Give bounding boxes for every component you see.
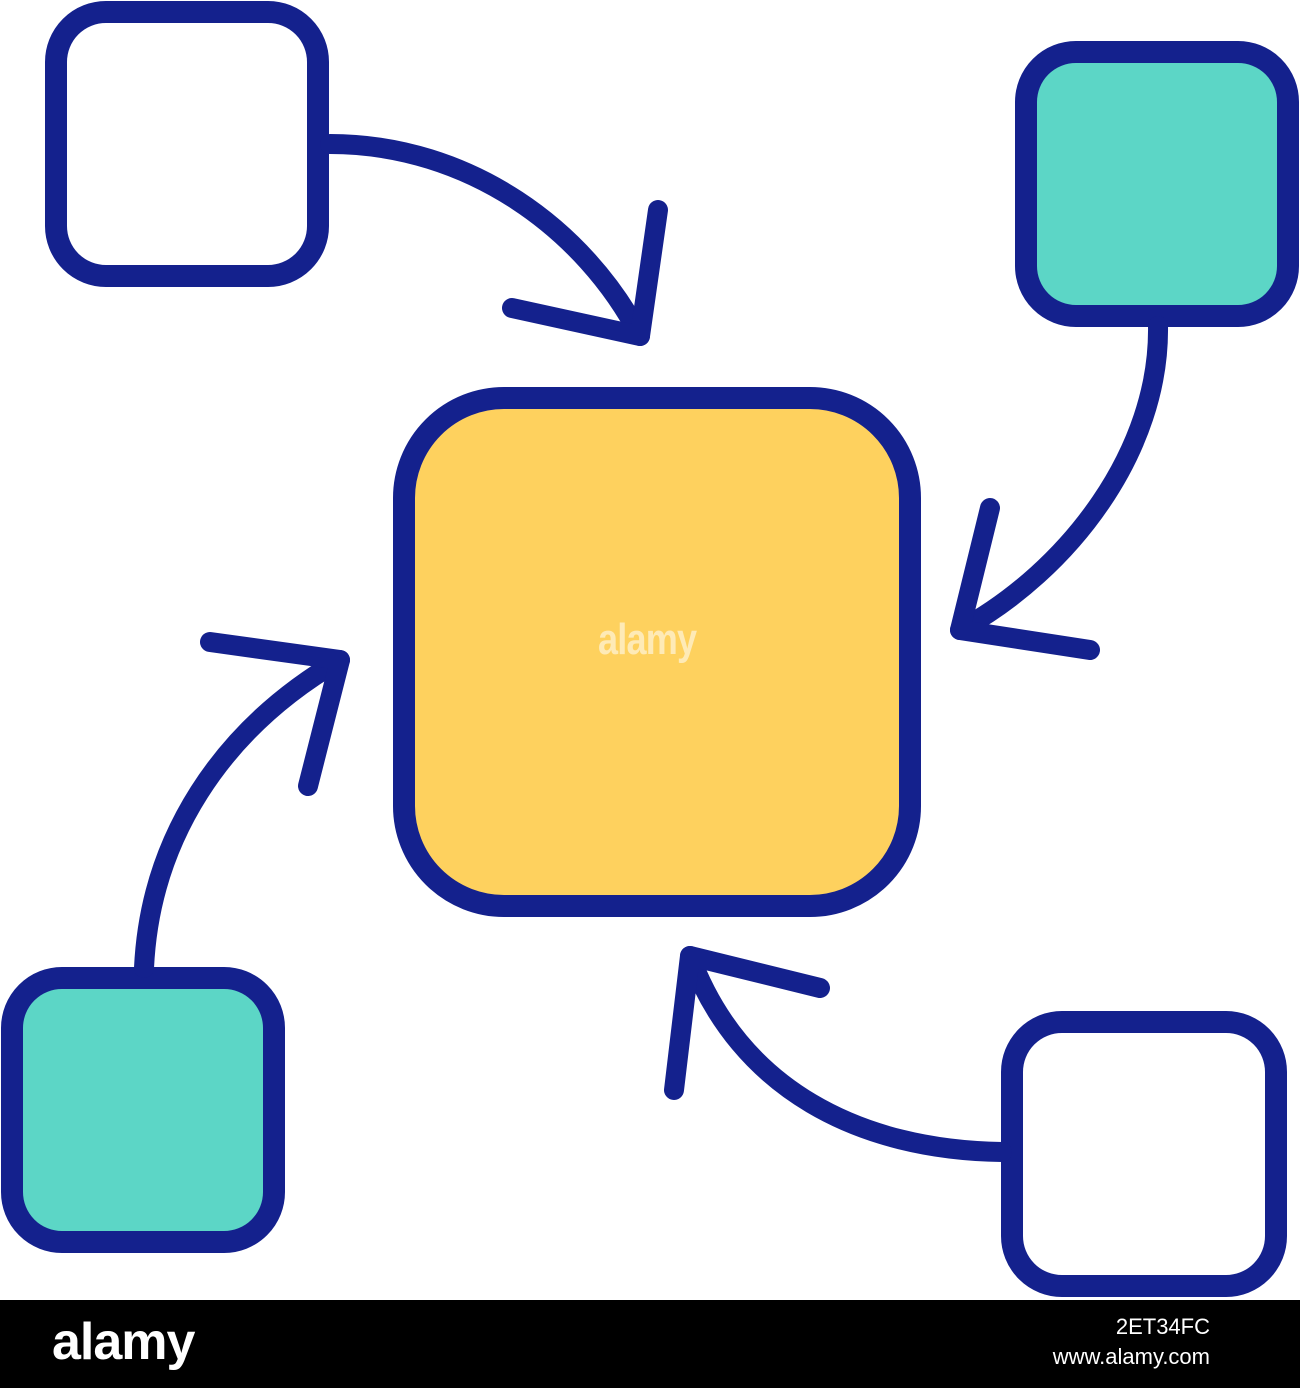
footer-site: www.alamy.com — [1052, 1344, 1210, 1369]
watermark-text: alamy — [598, 615, 697, 664]
arrow-bottom-left-to-center — [134, 632, 350, 978]
arrow-top-right-to-center — [950, 316, 1169, 660]
arrow-head — [200, 632, 350, 796]
footer-bar: alamy 2ET34FC www.alamy.com — [0, 1300, 1300, 1388]
arrow-head — [950, 498, 1100, 660]
footer-logo: alamy — [52, 1313, 195, 1371]
arrow-curve — [950, 316, 1169, 640]
arrow-top-left-to-center — [320, 134, 668, 346]
arrow-curve — [320, 134, 650, 346]
center-node — [393, 387, 921, 917]
top-right-node — [1015, 41, 1299, 327]
footer-image-id: 2ET34FC — [1115, 1314, 1210, 1339]
arrow-head — [502, 200, 668, 346]
bottom-left-node — [1, 967, 285, 1253]
bottom-right-node — [1001, 1011, 1287, 1297]
arrow-bottom-right-to-center — [664, 946, 1012, 1162]
arrow-curve — [680, 946, 1012, 1162]
arrow-head — [664, 946, 830, 1100]
arrow-curve — [134, 650, 350, 978]
diagram-canvas — [1, 1, 1299, 1297]
top-left-node — [45, 1, 329, 287]
footer-image-info: 2ET34FC www.alamy.com — [1053, 1312, 1210, 1372]
